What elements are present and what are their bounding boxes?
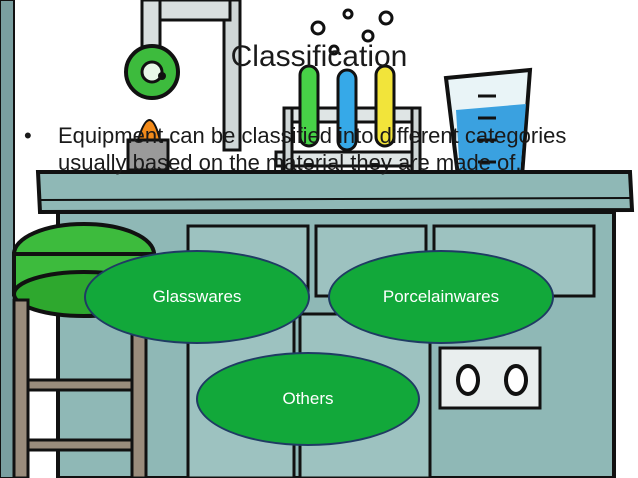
slide-title: Classification — [230, 40, 408, 73]
category-porcelainwares: Porcelainwares — [328, 250, 554, 344]
bullet-item: Equipment can be classified into differe… — [58, 123, 567, 175]
category-others: Others — [196, 352, 420, 446]
bullet-list: • Equipment can be classified into diffe… — [24, 122, 614, 176]
category-glasswares: Glasswares — [84, 250, 310, 344]
bullet-dot-icon: • — [24, 123, 32, 148]
